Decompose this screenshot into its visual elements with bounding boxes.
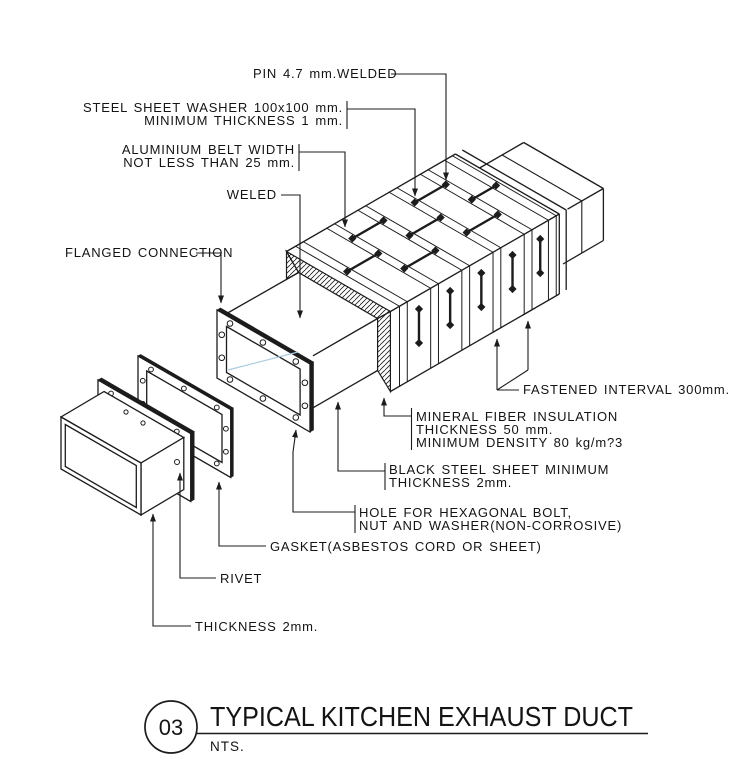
fastened-interval-dimension (490, 308, 535, 391)
label-black-steel-2: THICKNESS 2mm. (389, 475, 512, 490)
leader-hole (292, 429, 355, 513)
label-steel-washer-1: STEEL SHEET WASHER 100x100 mm. (83, 100, 343, 115)
drawing-scale: NTS. (210, 739, 245, 754)
leader-belt (299, 151, 348, 228)
label-mineral-fiber-3: MINIMUM DENSITY 80 kg/m?3 (416, 435, 623, 450)
title-block: 03 TYPICAL KITCHEN EXHAUST DUCT NTS. (144, 700, 648, 754)
callout-labels: PIN 4.7 mm.WELDED STEEL SHEET WASHER 100… (65, 66, 730, 634)
label-flanged-connection: FLANGED CONNECTION (65, 245, 233, 260)
label-mineral-fiber-2: THICKNESS 50 mm. (416, 422, 553, 437)
rivet-hole (123, 409, 129, 415)
label-rivet: RIVET (220, 571, 262, 586)
label-aluminium-belt-2: NOT LESS THAN 25 mm. (123, 155, 295, 170)
leader-mineral (381, 397, 412, 417)
duct-opening (225, 325, 301, 417)
label-pin: PIN 4.7 mm.WELDED (253, 66, 397, 81)
main-flange (216, 307, 315, 434)
leader-lines (150, 73, 519, 627)
leader-pin (391, 73, 449, 181)
insulation-cut-face-side (377, 310, 391, 394)
label-black-steel-1: BLACK STEEL SHEET MINIMUM (389, 462, 609, 477)
opening-reflection (227, 351, 299, 371)
leader-gasket (216, 481, 266, 547)
detail-number-circle (144, 700, 198, 754)
label-hex-bolt-hole-1: HOLE FOR HEXAGONAL BOLT, (359, 505, 572, 520)
flange-bolt-holes (218, 320, 309, 421)
flange-thickness-right (309, 361, 314, 433)
label-fastened-interval: FASTENED INTERVAL 300mm. (523, 382, 730, 397)
detail-number: 03 (159, 715, 183, 740)
leader-flanged (196, 252, 224, 304)
welded-pins (343, 180, 545, 348)
insulation-block (284, 149, 567, 394)
short-duct-piece (59, 377, 195, 517)
label-thickness: THICKNESS 2mm. (195, 619, 318, 634)
label-hex-bolt-hole-2: NUT AND WASHER(NON-CORROSIVE) (359, 518, 622, 533)
rivet-hole (174, 459, 180, 465)
label-aluminium-belt-1: ALUMINIUM BELT WIDTH (122, 142, 295, 157)
bare-duct-end (479, 141, 605, 265)
label-mineral-fiber-1: MINERAL FIBER INSULATION (416, 409, 618, 424)
label-steel-washer-2: MINIMUM THICKNESS 1 mm. (144, 113, 343, 128)
label-gasket: GASKET(ASBESTOS CORD OR SHEET) (270, 539, 542, 554)
drawing-title: TYPICAL KITCHEN EXHAUST DUCT (210, 701, 633, 732)
leader-thickness (150, 513, 191, 627)
rivet-hole (140, 420, 146, 426)
leader-weld (281, 194, 303, 319)
leader-rivet (177, 472, 216, 579)
leader-washer (347, 108, 418, 197)
label-weld: WELED (227, 187, 277, 202)
pin-joint-lines (346, 183, 542, 343)
insulation-cut-face-corner (285, 249, 300, 281)
leader-black (335, 401, 385, 472)
